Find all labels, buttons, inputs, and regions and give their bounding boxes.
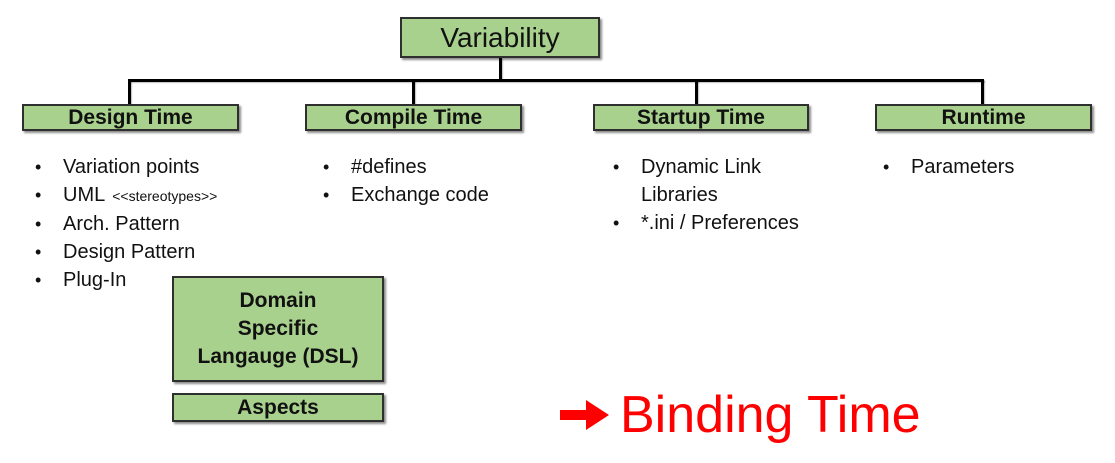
variability-box: Variability (400, 17, 600, 58)
binding-time-label: Binding Time (620, 386, 921, 444)
compile-time-list: • #defines • Exchange code (323, 153, 489, 209)
connector-drop-compile (412, 80, 415, 104)
list-item-text: UML (63, 184, 106, 206)
list-item-text: #defines (351, 156, 427, 178)
list-item: • Arch. Pattern (35, 210, 217, 238)
startup-time-label: Startup Time (637, 105, 765, 129)
list-item-text: Parameters (911, 156, 1015, 178)
connector-drop-runtime (981, 80, 984, 104)
connector-drop-design (128, 80, 131, 104)
list-item: • Dynamic Link Libraries (613, 153, 803, 209)
bullet-icon: • (35, 185, 42, 205)
dsl-box: Domain Specific Langauge (DSL) (172, 276, 384, 382)
list-item: • Exchange code (323, 181, 489, 209)
list-item-text: *.ini / Preferences (641, 212, 799, 234)
binding-time-annotation: Binding Time (560, 389, 921, 441)
bullet-icon: • (35, 270, 42, 290)
aspects-label: Aspects (237, 395, 319, 419)
aspects-box: Aspects (172, 393, 384, 422)
bullet-icon: • (35, 242, 42, 262)
startup-time-box: Startup Time (593, 104, 809, 131)
connector-root-stem (499, 58, 502, 80)
runtime-label: Runtime (941, 105, 1026, 129)
variability-label: Variability (440, 21, 560, 53)
list-item: • Design Pattern (35, 238, 217, 266)
bullet-icon: • (613, 213, 620, 233)
bullet-icon: • (883, 157, 890, 177)
design-time-box: Design Time (22, 104, 239, 131)
list-item: • Plug-In (35, 266, 217, 294)
right-arrow-icon (560, 400, 609, 430)
list-item: • #defines (323, 153, 489, 181)
list-item-text: Plug-In (63, 269, 127, 291)
connector-horizontal-bar (128, 79, 984, 82)
list-item: • UML <<stereotypes>> (35, 181, 217, 210)
list-item-text: Variation points (63, 156, 200, 178)
list-item-text: Dynamic Link Libraries (641, 156, 762, 206)
bullet-icon: • (35, 157, 42, 177)
design-time-list: • Variation points • UML <<stereotypes>>… (35, 153, 217, 294)
list-item: • Variation points (35, 153, 217, 181)
startup-time-list: • Dynamic Link Libraries • *.ini / Prefe… (613, 153, 803, 237)
runtime-list: • Parameters (883, 153, 1014, 181)
dsl-line: Langauge (DSL) (197, 345, 359, 368)
design-time-label: Design Time (68, 105, 193, 129)
compile-time-label: Compile Time (344, 105, 483, 129)
bullet-icon: • (323, 157, 330, 177)
list-item-text: Arch. Pattern (63, 213, 180, 235)
list-item: • *.ini / Preferences (613, 209, 803, 237)
dsl-line: Specific (237, 317, 319, 340)
compile-time-box: Compile Time (305, 104, 522, 131)
bullet-icon: • (613, 157, 620, 177)
list-item-text: Exchange code (351, 184, 489, 206)
bullet-icon: • (323, 185, 330, 205)
connector-drop-startup (695, 80, 698, 104)
list-item-text: Design Pattern (63, 241, 196, 263)
list-item: • Parameters (883, 153, 1014, 181)
runtime-box: Runtime (875, 104, 1092, 131)
list-item-small-text: <<stereotypes>> (112, 188, 218, 204)
dsl-line: Domain (239, 289, 317, 312)
bullet-icon: • (35, 214, 42, 234)
